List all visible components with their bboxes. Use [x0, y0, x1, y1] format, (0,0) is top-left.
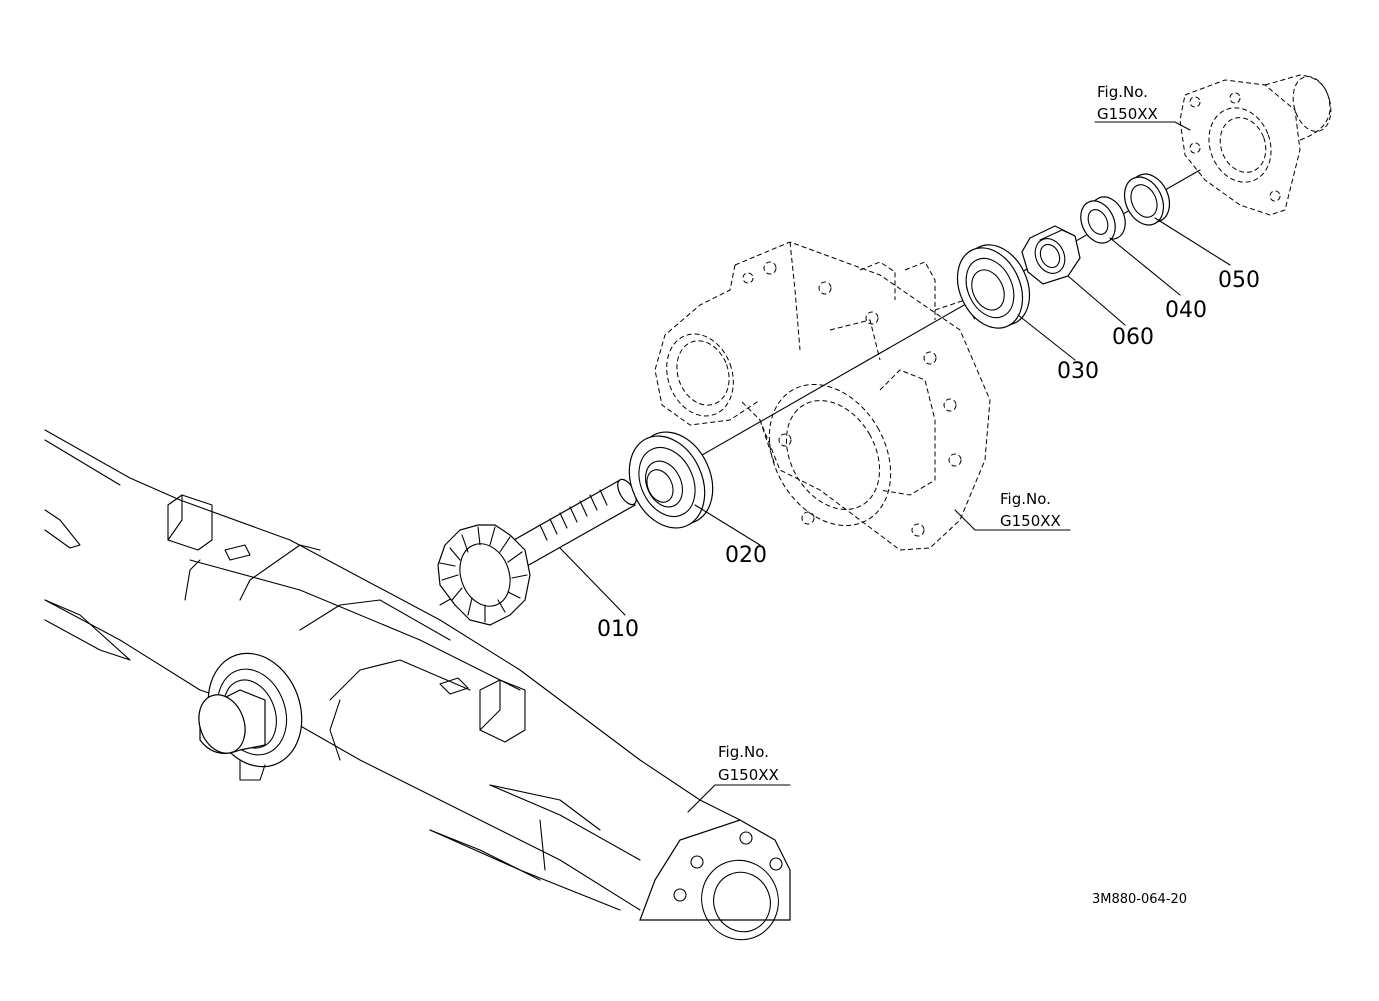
seal-050-drawing: [1123, 173, 1171, 226]
fig-ref-bottom-line1: Fig.No.: [718, 743, 769, 761]
nut-060-drawing: [1021, 225, 1081, 285]
part-label-030: 030: [1057, 359, 1099, 384]
part-label-040: 040: [1165, 298, 1207, 323]
bearing-020-drawing: [628, 431, 714, 529]
collar-040-drawing: [1080, 196, 1126, 244]
flange-cover-drawing: [1179, 74, 1332, 216]
part-label-050: 050: [1218, 268, 1260, 293]
fig-ref-middle-right-line1: Fig.No.: [1000, 490, 1051, 508]
drawing-code: 3M880-064-20: [1092, 892, 1187, 907]
leader-lines: [559, 121, 1231, 813]
fig-ref-bottom-line2: G150XX: [718, 766, 779, 784]
gear-housing-drawing: [654, 241, 991, 551]
part-label-020: 020: [725, 543, 767, 568]
fig-ref-top-right-line1: Fig.No.: [1097, 83, 1148, 101]
axle-housing-drawing: [44, 429, 791, 941]
bearing-030-drawing: [956, 244, 1031, 329]
fig-ref-middle-right-line2: G150XX: [1000, 512, 1061, 530]
fig-ref-top-right-line2: G150XX: [1097, 105, 1158, 123]
pinion-shaft-drawing: [437, 478, 637, 626]
part-label-010: 010: [597, 617, 639, 642]
part-label-060: 060: [1112, 325, 1154, 350]
